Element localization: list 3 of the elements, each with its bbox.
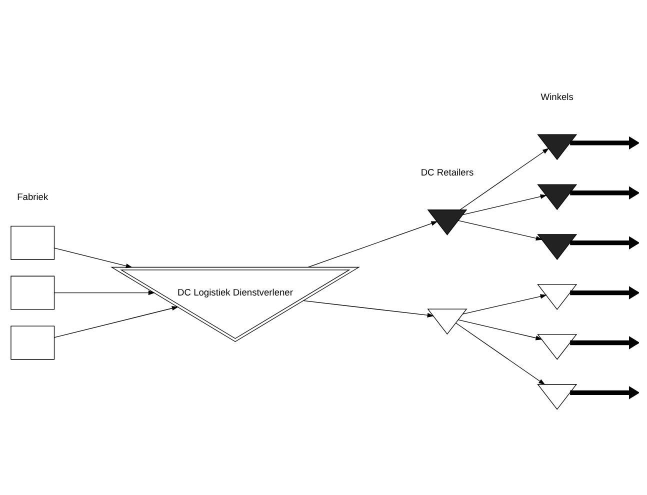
label: Fabriek	[17, 192, 48, 202]
label: DC Retailers	[420, 167, 474, 178]
label: Winkels	[540, 92, 574, 102]
